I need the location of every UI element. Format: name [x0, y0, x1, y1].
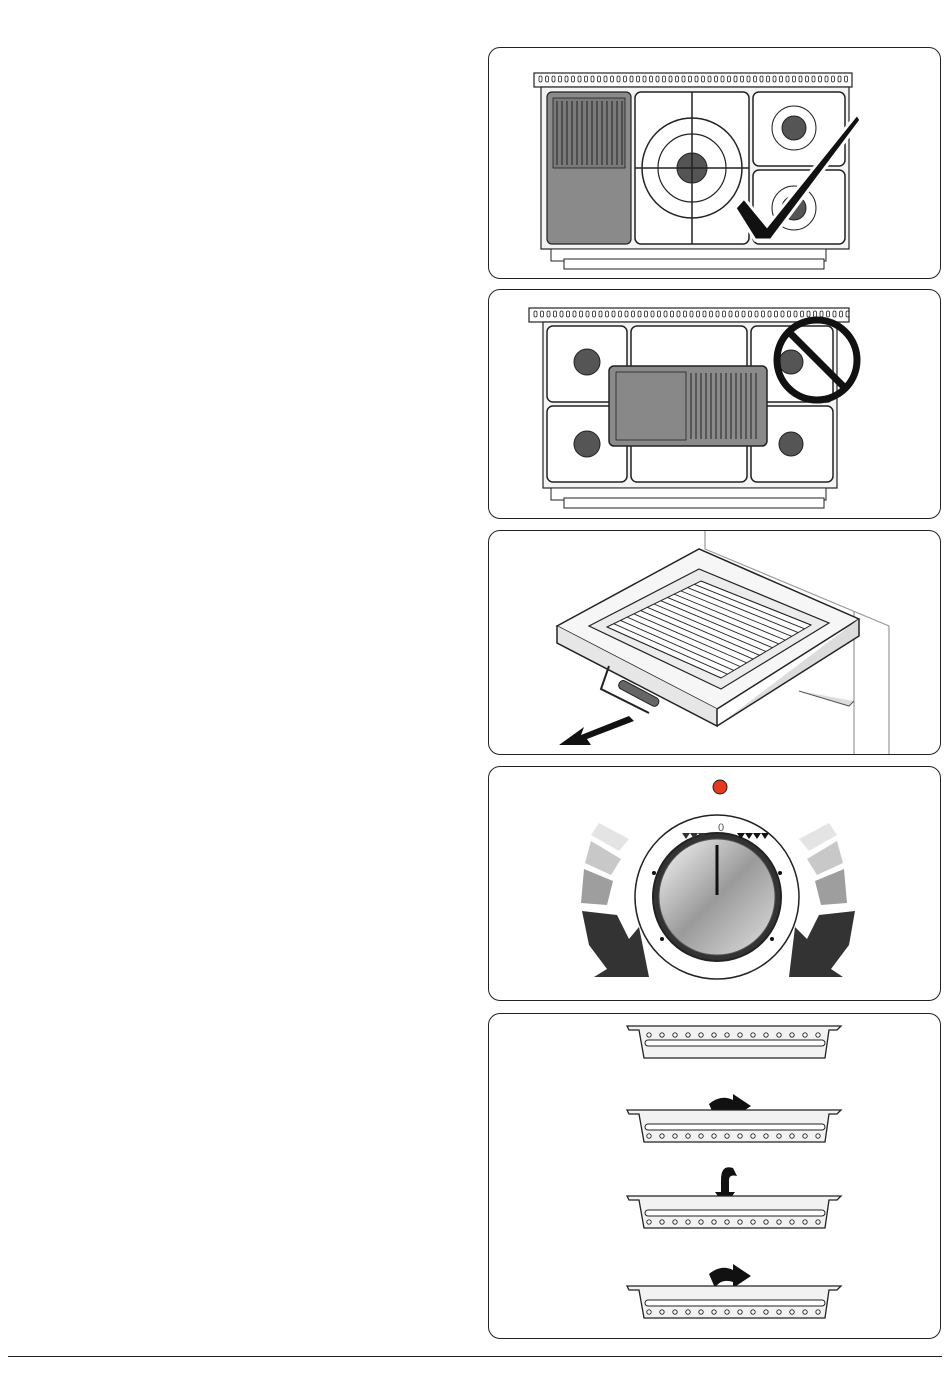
grill-rack [627, 1110, 841, 1142]
grill-pan-illustration [489, 531, 941, 755]
panel-grill-pan-pull-out [488, 530, 941, 755]
knob-zero-label: 0 [718, 822, 724, 834]
grill-rack [627, 1196, 841, 1228]
panel-grill-knob: 0 [488, 766, 941, 1001]
panel-grill-rack-flip [488, 1013, 941, 1339]
panel-griddle-incorrect [488, 289, 941, 519]
rack-flip-illustration [489, 1014, 941, 1339]
pull-arrow-icon [559, 716, 634, 745]
hob-illustration-correct [489, 48, 941, 279]
grill-rack [627, 1286, 841, 1318]
rotate-arrow-icon [709, 1264, 751, 1288]
panel-griddle-correct [488, 47, 941, 279]
rotate-arrow-right-icon [789, 911, 855, 977]
footer-rule [8, 1356, 942, 1357]
indicator-light [713, 780, 727, 794]
hob-illustration-incorrect [489, 290, 941, 519]
grill-rack [627, 1026, 841, 1058]
knob-illustration: 0 [489, 767, 941, 1001]
